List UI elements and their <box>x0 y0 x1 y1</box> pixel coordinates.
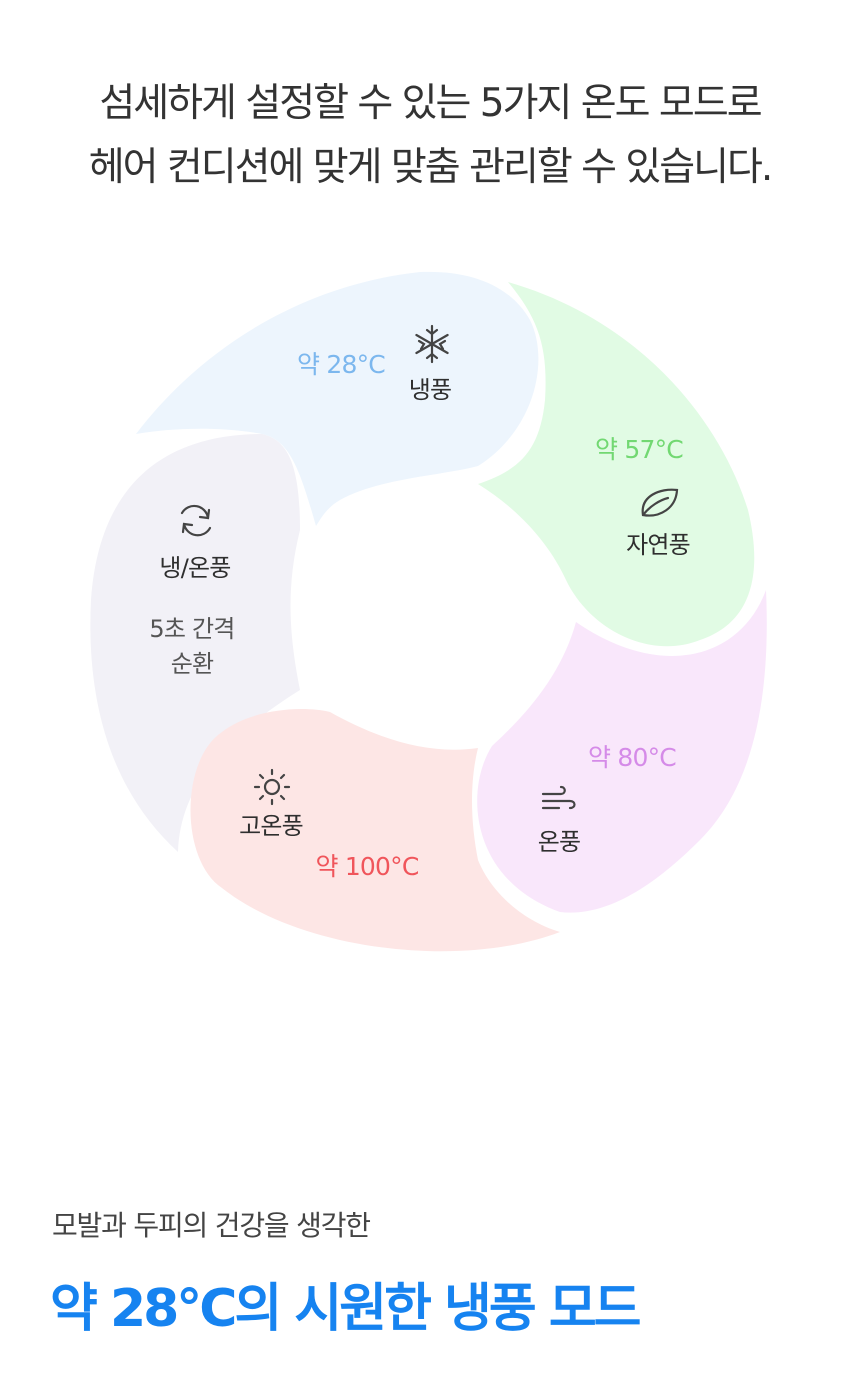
segment-cool <box>136 271 539 526</box>
segment-hot <box>190 709 560 952</box>
cool-name-label: 냉풍 <box>409 376 452 404</box>
headline: 섬세하게 설정할 수 있는 5가지 온도 모드로 헤어 컨디션에 맞게 맞춤 관… <box>0 72 860 200</box>
hot-temp-label: 약 100°C <box>315 852 418 881</box>
segment-natural <box>478 282 755 647</box>
warm-temp-label: 약 80°C <box>588 743 676 772</box>
natural-name-label: 자연풍 <box>626 531 690 559</box>
sun-icon <box>253 768 291 806</box>
segment-alternate <box>90 434 300 852</box>
leaf-icon <box>641 488 679 517</box>
headline-line-1: 섬세하게 설정할 수 있는 5가지 온도 모드로 <box>99 81 762 126</box>
headline-line-2: 헤어 컨디션에 맞게 맞춤 관리할 수 있습니다. <box>88 145 774 190</box>
natural-temp-label: 약 57°C <box>595 435 683 464</box>
wind-icon <box>541 785 576 810</box>
alternate-name-label: 냉/온풍 <box>159 554 230 582</box>
alternate-desc-line-1: 5초 간격 <box>149 615 234 643</box>
snowflake-icon <box>415 324 449 364</box>
hot-name-label: 고온풍 <box>239 812 303 840</box>
warm-name-label: 온풍 <box>538 828 581 856</box>
alternate-desc-line-2: 순환 <box>171 650 214 678</box>
cool-temp-label: 약 28°C <box>297 350 385 379</box>
segment-warm <box>477 590 767 913</box>
cycle-icon <box>180 504 212 537</box>
temperature-mode-wheel: 약 28°C 냉풍 약 57°C 자연풍 약 80°C 온풍 고온풍 약 100… <box>90 271 767 952</box>
mode-title: 약 28°C의 시원한 냉풍 모드 <box>50 1279 641 1339</box>
caption: 모발과 두피의 건강을 생각한 <box>52 1209 371 1242</box>
